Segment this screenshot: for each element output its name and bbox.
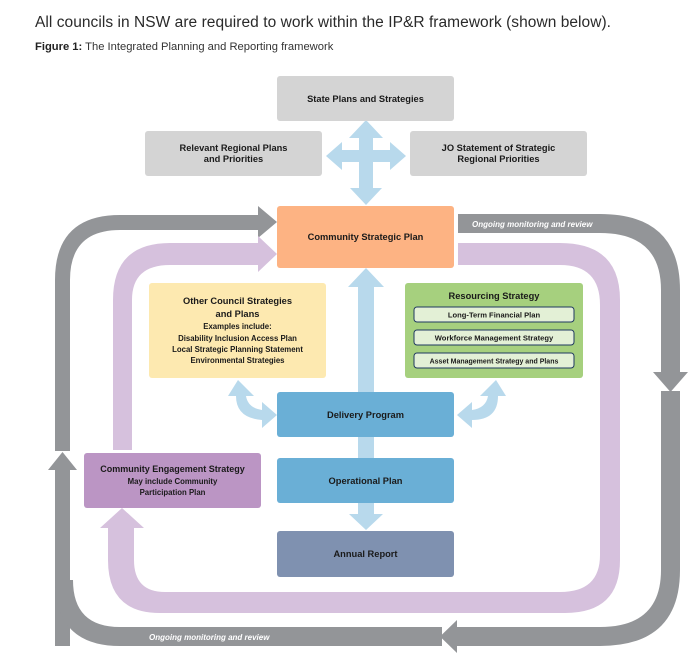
other-council-line-1: Examples include: <box>203 322 271 331</box>
resourcing-item-label: Workforce Management Strategy <box>435 334 554 343</box>
resourcing-item-asset: Asset Management Strategy and Plans <box>413 352 575 369</box>
regional-plans-box: Relevant Regional Plans and Priorities <box>145 131 322 176</box>
annual-report-label: Annual Report <box>333 549 397 559</box>
community-strategic-plan-box: Community Strategic Plan <box>277 206 454 268</box>
annual-report-box: Annual Report <box>277 531 454 577</box>
figure-title: The Integrated Planning and Reporting fr… <box>82 41 334 53</box>
operational-to-annual-arrow <box>349 503 383 530</box>
four-way-arrow <box>326 120 406 205</box>
operational-plan-box: Operational Plan <box>277 458 454 503</box>
resourcing-item-workforce: Workforce Management Strategy <box>413 329 575 346</box>
resourcing-strategy-box: Resourcing Strategy Long-Term Financial … <box>405 283 583 378</box>
other-council-title-2: and Plans <box>216 309 260 319</box>
grey-loop-left-top <box>55 206 277 451</box>
other-council-strategies-box: Other Council Strategies and Plans Examp… <box>149 283 326 378</box>
delivery-program-box: Delivery Program <box>277 392 454 437</box>
regional-plans-label-1: Relevant Regional Plans <box>180 143 288 153</box>
resourcing-item-label: Long-Term Financial Plan <box>448 311 541 320</box>
engagement-line-2: Participation Plan <box>140 488 206 497</box>
engagement-line-1: May include Community <box>128 477 218 486</box>
resourcing-item-ltfp: Long-Term Financial Plan <box>413 306 575 323</box>
grey-loop-top-right <box>458 214 688 392</box>
other-council-line-3: Local Strategic Planning Statement <box>172 345 303 354</box>
intro-text: All councils in NSW are required to work… <box>35 14 612 31</box>
regional-plans-label-2: and Priorities <box>204 154 263 164</box>
left-curved-arrow <box>228 380 277 428</box>
figure-label: Figure 1: <box>35 41 83 53</box>
csp-label: Community Strategic Plan <box>308 232 424 242</box>
other-council-title-1: Other Council Strategies <box>183 296 292 306</box>
purple-loop-top-left <box>113 236 277 450</box>
right-curved-arrow <box>457 380 506 428</box>
grey-loop-bottom <box>55 580 442 646</box>
resourcing-title: Resourcing Strategy <box>449 291 541 301</box>
state-plans-label: State Plans and Strategies <box>307 94 424 104</box>
delivery-program-label: Delivery Program <box>327 410 404 420</box>
other-council-line-4: Environmental Strategies <box>190 356 285 365</box>
loop-label-bottom: Ongoing monitoring and review <box>149 633 270 642</box>
jo-statement-box: JO Statement of Strategic Regional Prior… <box>410 131 587 176</box>
community-engagement-box: Community Engagement Strategy May includ… <box>84 453 261 508</box>
delivery-to-csp-arrow <box>348 268 384 393</box>
state-plans-box: State Plans and Strategies <box>277 76 454 121</box>
loop-label-top: Ongoing monitoring and review <box>472 220 593 229</box>
delivery-operational-connector <box>358 436 374 460</box>
jo-statement-label-1: JO Statement of Strategic <box>442 143 556 153</box>
other-council-line-2: Disability Inclusion Access Plan <box>178 334 297 343</box>
grey-loop-bottom-arrow <box>440 391 680 653</box>
jo-statement-label-2: Regional Priorities <box>457 154 539 164</box>
figure-caption: Figure 1: The Integrated Planning and Re… <box>35 41 333 53</box>
resourcing-item-label: Asset Management Strategy and Plans <box>430 359 559 366</box>
operational-plan-label: Operational Plan <box>329 476 403 486</box>
engagement-title: Community Engagement Strategy <box>100 464 245 474</box>
